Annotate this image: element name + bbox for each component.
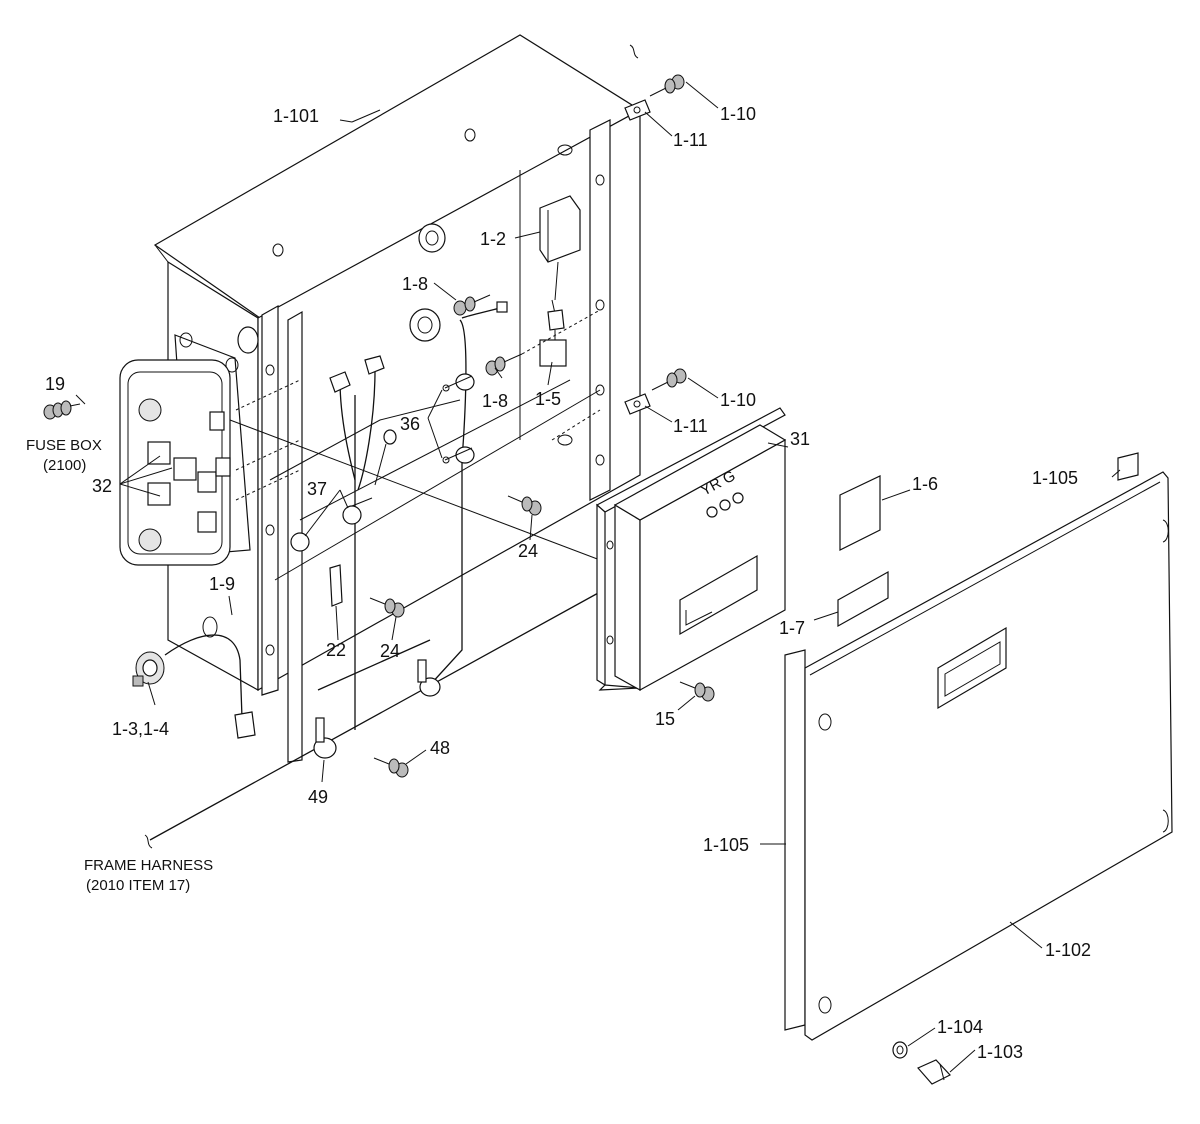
connector-1-9 [234,711,256,739]
harness-connector-c [496,301,508,313]
relay-32-c [147,482,171,506]
gasket-1-105-left [784,649,806,1031]
ecu-display-window [679,554,758,636]
clamp-37 [290,497,373,552]
ecu-side-face [614,503,641,692]
fuse-box-knob-top [138,398,162,422]
label-fuse-box: FUSE BOX [26,437,102,454]
label-1-10-upper: 1-10 [720,104,756,124]
label-1-3-1-4: 1-3,1-4 [112,719,169,739]
label-1-7: 1-7 [779,618,805,638]
bolt-24-upper [507,495,542,516]
fasteners [43,74,715,778]
label-22: 22 [326,640,346,660]
decal-1-6 [839,475,881,551]
label-48: 48 [430,738,450,758]
bolt-15 [679,681,715,702]
wiring-harness [132,301,601,841]
label-1-9: 1-9 [209,574,235,594]
side-grommet [237,326,259,354]
label-1-11-upper: 1-11 [673,130,708,150]
label-1-8-upper: 1-8 [402,274,428,294]
fuse-box-knob-bottom [138,528,162,552]
harness-connector-a [329,371,351,393]
standoff-upper [418,223,446,253]
ring-terminal [374,429,397,486]
label-15: 15 [655,709,675,729]
alignment-lines [235,309,601,501]
label-37: 37 [307,479,327,499]
frame-harness-line [149,591,601,841]
left-flange [261,304,279,696]
cover-panel [784,452,1173,1085]
nut-1-11-lower [624,393,651,415]
label-1-102: 1-102 [1045,940,1091,960]
ecu-bracket-side [596,503,606,687]
relay-side-a [197,471,217,493]
label-1-103: 1-103 [977,1042,1023,1062]
ecu-controller: YR G [595,407,787,692]
clamp-49 [313,737,337,759]
label-31: 31 [790,429,810,449]
washer-1-104 [892,1041,908,1059]
relay-32-a [147,441,171,465]
bolt-1-8-upper [453,294,491,316]
sensor-1-3-1-4 [132,651,165,687]
bolt-24-lower [369,597,405,618]
label-24-lower: 24 [380,641,400,661]
bolt-1-103 [917,1059,951,1085]
label-32: 32 [92,476,112,496]
bolt-48 [373,757,409,778]
label-1-5: 1-5 [535,389,561,409]
nut-1-11-upper [624,99,651,121]
label-1-6: 1-6 [912,474,938,494]
label-1-105-top: 1-105 [1032,468,1078,488]
bolt-1-8-lower [485,353,523,376]
part-labels: 1-101 1-10 1-11 1-2 1-8 1-8 1-5 1-10 1-1… [26,104,1091,1062]
bolt-1-10-lower [651,368,687,391]
bolt-1-10-upper [649,74,685,97]
fuse-box [119,332,251,566]
decal-1-7 [837,570,889,628]
label-1-8-lower: 1-8 [482,391,508,411]
relay-side-b [197,511,217,533]
label-1-11-lower: 1-11 [673,416,708,436]
label-19: 19 [45,374,65,394]
harness-connector-b [364,355,385,375]
relay-1-5 [539,309,567,367]
label-frame-harness-ref: (2010 ITEM 17) [86,877,190,894]
label-frame-harness: FRAME HARNESS [84,857,213,874]
label-49: 49 [308,787,328,807]
label-1-104: 1-104 [937,1017,983,1037]
cover-1-102 [804,471,1173,1041]
label-1-10-lower: 1-10 [720,390,756,410]
strap-22 [329,564,343,607]
leader-lines [75,44,1121,1073]
label-1-2: 1-2 [480,229,506,249]
gasket-1-105-top [1117,452,1139,481]
ecu-status-lamps [706,492,744,518]
bolt-19 [43,400,81,420]
standoff-lower [409,308,441,342]
label-36: 36 [400,414,420,434]
ecu-top-face [613,424,787,521]
label-1-101: 1-101 [273,106,319,126]
label-fuse-box-ref: (2100) [43,457,86,474]
wire-1-9 [164,634,243,719]
label-1-105-left: 1-105 [703,835,749,855]
clamp-36-upper [442,373,475,392]
relay-32-b [173,457,197,481]
label-24-upper: 24 [518,541,538,561]
clamp-36-lower [442,446,475,464]
